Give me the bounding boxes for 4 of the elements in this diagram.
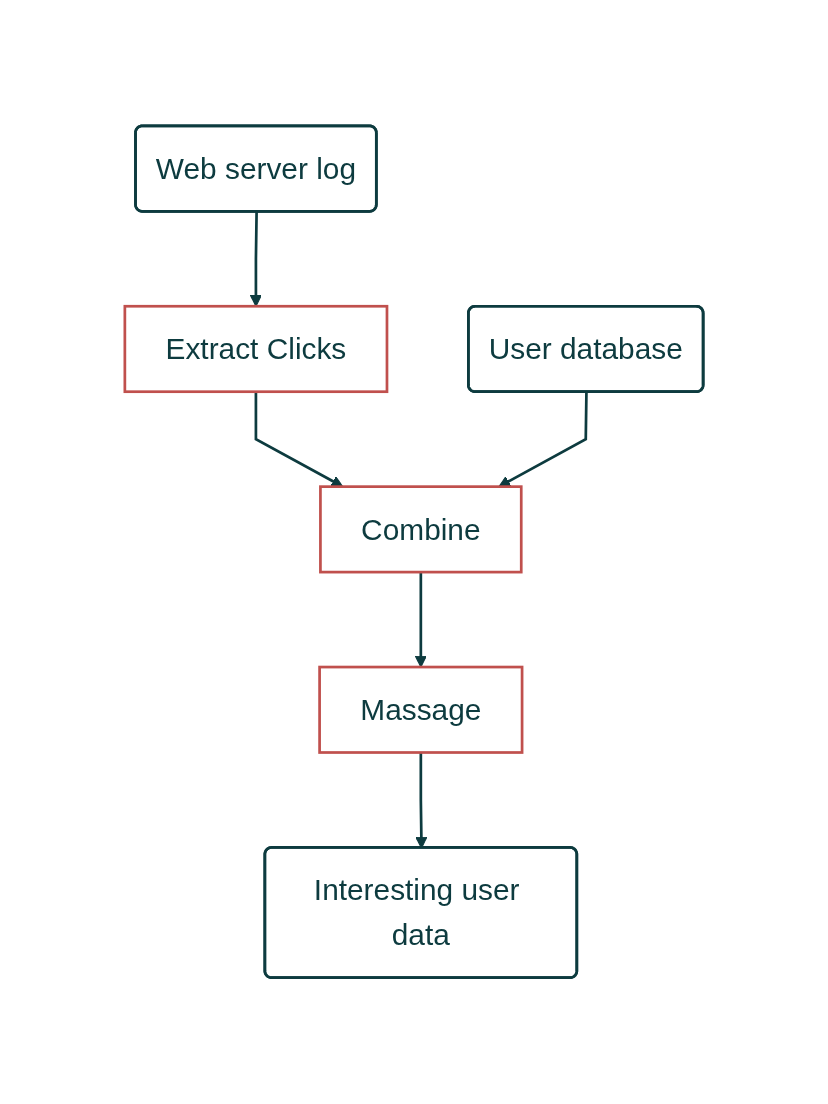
- arrow: [414, 572, 427, 668]
- node-box: Extract Clicks: [123, 305, 389, 394]
- node-box: Massage: [318, 665, 524, 755]
- node-box: Combine: [319, 485, 523, 574]
